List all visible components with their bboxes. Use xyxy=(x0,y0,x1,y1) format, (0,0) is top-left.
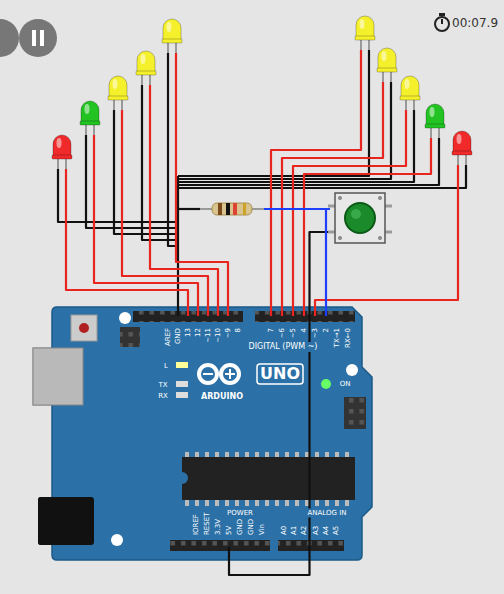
pin-label: ~10 xyxy=(215,328,222,343)
arduino-board xyxy=(33,307,372,560)
pin-label: RESET xyxy=(204,513,211,535)
pin-label: IOREF xyxy=(193,514,200,535)
pin-label: 7 xyxy=(268,328,275,332)
pin-label: Vin xyxy=(259,524,266,535)
board-label: ON xyxy=(340,381,351,388)
pin-label: RX←0 xyxy=(345,328,352,348)
board-label: POWER xyxy=(225,509,255,518)
pin-label: ~11 xyxy=(205,328,212,343)
pin-label: ~5 xyxy=(290,328,297,338)
pin-label: A4 xyxy=(323,526,330,535)
pin-label: TX→1 xyxy=(334,328,341,347)
pin-label: 12 xyxy=(195,328,202,337)
pause-button xyxy=(19,19,57,57)
board-label: ARDUINO xyxy=(201,393,243,401)
pin-label: GND xyxy=(248,519,255,535)
board-label: L xyxy=(164,363,168,370)
board-label: RX xyxy=(158,393,168,400)
arduino-board: AREFGND1312~11~10~987~6~54~32TX→1RX←0DIG… xyxy=(52,307,372,560)
led-set xyxy=(52,16,472,169)
board-label: TX xyxy=(158,382,167,389)
wires xyxy=(58,50,466,575)
pushbutton xyxy=(328,193,392,243)
pin-label: A2 xyxy=(301,526,308,535)
pin-label: A3 xyxy=(313,526,320,535)
pin-label: 13 xyxy=(185,328,192,337)
board-label: DIGITAL (PWM ~) xyxy=(247,342,320,352)
pin-label: ~6 xyxy=(279,328,286,338)
pin-label: A5 xyxy=(333,526,340,535)
pin-label: 4 xyxy=(301,328,308,332)
pin-label: ~9 xyxy=(225,328,232,338)
board-label: ANALOG IN xyxy=(306,509,349,518)
pin-label: GND xyxy=(237,519,244,535)
pin-label: ~3 xyxy=(312,328,319,338)
pin-label: A0 xyxy=(281,526,288,535)
timer-label: 00:07.9 xyxy=(452,17,498,29)
pin-label: 2 xyxy=(323,328,330,332)
pin-label: GND xyxy=(175,328,182,344)
board-label: UNO xyxy=(260,366,300,382)
stopwatch-icon xyxy=(435,13,449,31)
pin-label: 3.3V xyxy=(215,519,222,535)
ui-button xyxy=(0,19,19,57)
pin-label: A1 xyxy=(291,526,298,535)
pin-label: 8 xyxy=(235,328,242,332)
pin-label: 5V xyxy=(226,526,233,535)
resistor-symbol xyxy=(200,203,264,215)
pin-label: AREF xyxy=(165,328,172,346)
